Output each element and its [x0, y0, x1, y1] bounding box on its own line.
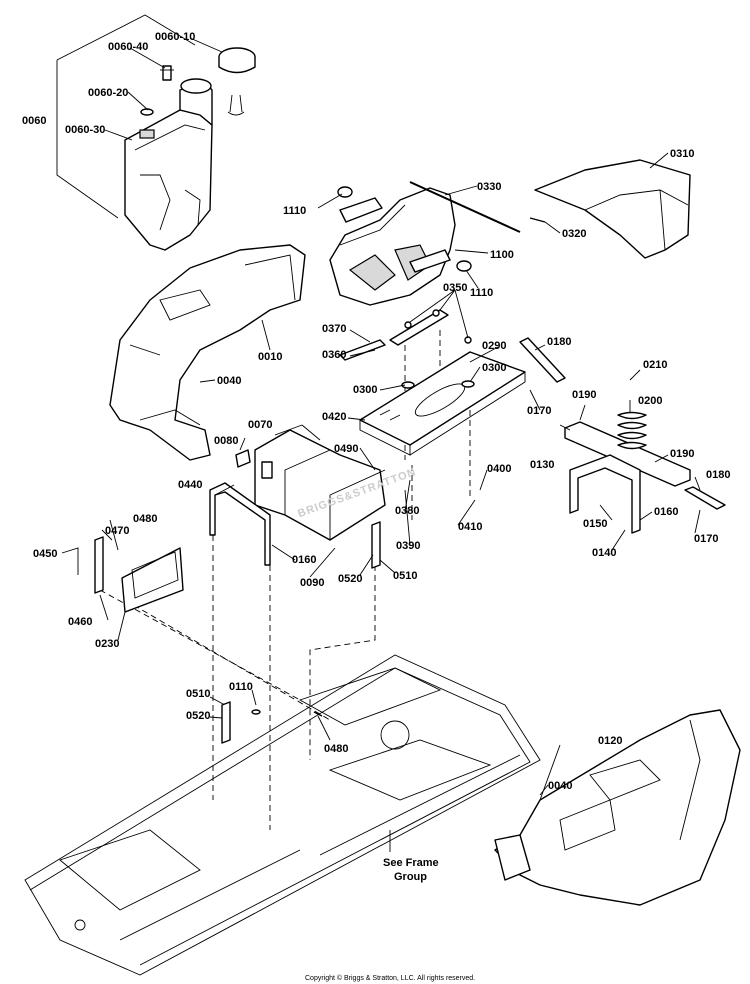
callout-0070: 0070: [248, 419, 272, 431]
bracket-0460: [94, 536, 104, 594]
bracket-0150: [569, 454, 641, 534]
callout-0300-a: 0300: [353, 384, 377, 396]
callout-0410: 0410: [458, 521, 482, 533]
callout-0360: 0360: [322, 349, 346, 361]
callout-0060-20: 0060-20: [88, 87, 128, 99]
leaders: [56, 14, 701, 852]
callout-0130: 0130: [530, 459, 554, 471]
screw-0320: [529, 217, 546, 223]
callout-0060-40: 0060-40: [108, 41, 148, 53]
callout-0510-b: 0510: [186, 688, 210, 700]
callout-0090: 0090: [300, 577, 324, 589]
seat-knob-2: [456, 260, 472, 272]
seat: [329, 187, 456, 306]
callout-0480-a: 0480: [133, 513, 157, 525]
callout-0330: 0330: [477, 181, 501, 193]
frame-note: See Frame Group: [383, 857, 439, 883]
callout-0160-a: 0160: [292, 554, 316, 566]
callout-0230: 0230: [95, 638, 119, 650]
callout-0460: 0460: [68, 616, 92, 628]
callout-0210: 0210: [643, 359, 667, 371]
copyright: Copyright © Briggs & Stratton, LLC. All …: [305, 974, 475, 982]
callout-1110-a: 1110: [283, 205, 306, 217]
callout-0440: 0440: [178, 479, 202, 491]
callout-0160-b: 0160: [654, 506, 678, 518]
callout-0190-b: 0190: [670, 448, 694, 460]
plate-0350: [389, 309, 472, 346]
callout-0400: 0400: [487, 463, 511, 475]
callout-0040-b: 0040: [548, 780, 572, 792]
callout-0490: 0490: [334, 443, 358, 455]
fuel-fitting: [160, 65, 174, 81]
callout-0060: 0060: [22, 115, 46, 127]
callout-0450: 0450: [33, 548, 57, 560]
fuel-washer: [140, 108, 154, 116]
callout-0060-30: 0060-30: [65, 124, 105, 136]
callout-0140: 0140: [592, 547, 616, 559]
frame: [24, 654, 541, 976]
callout-0310: 0310: [670, 148, 694, 160]
callout-0320: 0320: [562, 228, 586, 240]
callout-0120: 0120: [598, 735, 622, 747]
callout-0470: 0470: [105, 525, 129, 537]
frame-note-line1: See Frame: [383, 857, 439, 869]
bar-0180b: [684, 486, 726, 510]
callout-0480-b: 0480: [324, 743, 348, 755]
callout-0080: 0080: [214, 435, 238, 447]
rear-cover: [534, 159, 691, 259]
callout-0180-b: 0180: [706, 469, 730, 481]
fuel-cap: [218, 47, 256, 116]
clip-0080: [235, 449, 251, 468]
rail-0510: [371, 521, 381, 569]
fender-left: [109, 244, 306, 461]
callout-0170-b: 0170: [694, 533, 718, 545]
fuel-tank: [124, 78, 213, 251]
callout-0010: 0010: [258, 351, 282, 363]
rail-0130: [564, 421, 691, 487]
callout-0290: 0290: [482, 340, 506, 352]
callouts: 0060 0060-10 0060-40 0060-20 0060-30 001…: [22, 31, 730, 792]
bar-0180a: [519, 337, 566, 383]
callout-0420: 0420: [322, 411, 346, 423]
callout-0300-b: 0300: [482, 362, 506, 374]
frame-bolts: [221, 701, 323, 744]
callout-0060-10: 0060-10: [155, 31, 195, 43]
callout-0170-a: 0170: [527, 405, 551, 417]
callout-1110-b: 1110: [470, 287, 493, 299]
washers-0300: [401, 380, 475, 389]
callout-0190-a: 0190: [572, 389, 596, 401]
spring-0200: [617, 411, 647, 450]
callout-0520-b: 0520: [186, 710, 210, 722]
fender-right: [494, 709, 741, 906]
callout-0370: 0370: [322, 323, 346, 335]
rod: [409, 181, 521, 233]
callout-0110: 0110: [229, 681, 253, 693]
callout-0180-a: 0180: [547, 336, 571, 348]
callout-0520-a: 0520: [338, 573, 362, 585]
callout-0150: 0150: [583, 518, 607, 530]
control-plate: [121, 547, 184, 613]
frame-note-line2: Group: [394, 871, 427, 883]
callout-0200: 0200: [638, 395, 662, 407]
callout-0380: 0380: [395, 505, 419, 517]
callout-0510-a: 0510: [393, 570, 417, 582]
callout-0390: 0390: [396, 540, 420, 552]
callout-0040-a: 0040: [217, 375, 241, 387]
panel-0070: [254, 429, 386, 541]
callout-1100: 1100: [490, 249, 514, 261]
callout-0350: 0350: [443, 282, 467, 294]
bracket-0440: [209, 482, 271, 566]
seat-plate: [359, 351, 526, 456]
bracket-0360: [339, 339, 386, 361]
